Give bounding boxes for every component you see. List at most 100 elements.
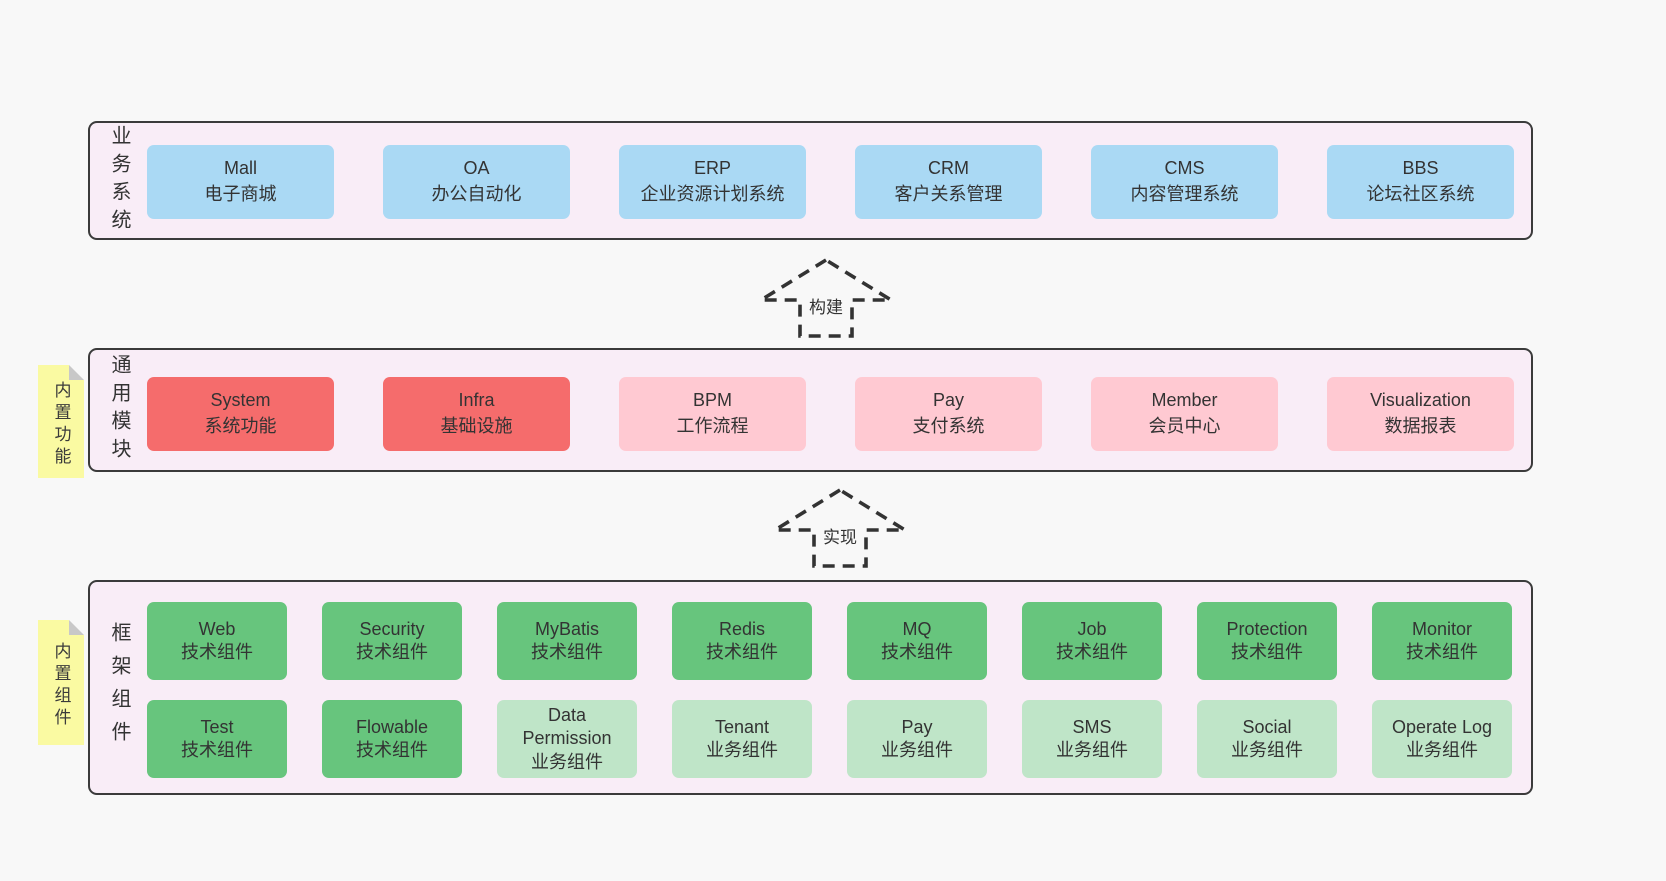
box-flowable: Flowable 技术组件: [322, 700, 462, 778]
box-title: Pay: [932, 390, 965, 411]
layer-framework-components: 框架组件 Web 技术组件 Security 技术组件 MyBatis 技术组件…: [88, 580, 1533, 795]
box-redis: Redis 技术组件: [672, 602, 812, 680]
arrow-implement-label: 实现: [820, 523, 860, 548]
box-social: Social 业务组件: [1197, 700, 1337, 778]
layer-common-modules-label: 通用模块: [108, 354, 130, 466]
box-subtitle: 技术组件: [356, 642, 428, 662]
layer-business-systems: 业务系统 Mall 电子商城 OA 办公自动化 ERP 企业资源计划系统 CRM…: [88, 121, 1533, 240]
box-crm: CRM 客户关系管理: [855, 145, 1042, 219]
box-subtitle: 企业资源计划系统: [640, 184, 785, 204]
box-subtitle: 技术组件: [181, 642, 253, 662]
box-title: Visualization: [1370, 390, 1471, 411]
box-subtitle: 业务组件: [531, 751, 603, 772]
box-subtitle: 基础设施: [440, 416, 513, 436]
framework-components-row-2: Test 技术组件 Flowable 技术组件 Data Permission …: [147, 700, 1512, 778]
common-modules-row: System 系统功能 Infra 基础设施 BPM 工作流程 Pay 支付系统…: [147, 377, 1514, 451]
note-built-in-components: 内置组件: [38, 620, 84, 745]
box-sms: SMS 业务组件: [1022, 700, 1162, 778]
box-subtitle: 支付系统: [912, 416, 985, 436]
box-title: Monitor: [1411, 618, 1473, 639]
box-title: Pay: [901, 716, 933, 737]
box-data-permission: Data Permission 业务组件: [497, 700, 637, 778]
box-mall: Mall 电子商城: [147, 145, 334, 219]
box-subtitle: 技术组件: [881, 642, 953, 662]
framework-components-row-1: Web 技术组件 Security 技术组件 MyBatis 技术组件 Redi…: [147, 602, 1512, 680]
box-oa: OA 办公自动化: [383, 145, 570, 219]
box-title: Social: [1242, 716, 1292, 737]
box-visualization: Visualization 数据报表: [1327, 377, 1514, 451]
box-infra: Infra 基础设施: [383, 377, 570, 451]
box-subtitle: 业务组件: [1406, 740, 1478, 760]
box-subtitle: 技术组件: [1056, 642, 1128, 662]
box-subtitle: 业务组件: [1231, 740, 1303, 760]
box-test: Test 技术组件: [147, 700, 287, 778]
box-subtitle: 技术组件: [356, 740, 428, 760]
box-title: BBS: [1402, 158, 1439, 179]
box-subtitle: 业务组件: [881, 740, 953, 760]
box-title: OA: [463, 158, 490, 179]
box-bbs: BBS 论坛社区系统: [1327, 145, 1514, 219]
box-subtitle: 系统功能: [204, 416, 277, 436]
box-subtitle: 技术组件: [1231, 642, 1303, 662]
box-job: Job 技术组件: [1022, 602, 1162, 680]
box-title: MQ: [902, 618, 932, 639]
business-systems-row: Mall 电子商城 OA 办公自动化 ERP 企业资源计划系统 CRM 客户关系…: [147, 145, 1514, 219]
block-arrow-up-icon: [770, 487, 910, 568]
note-built-in-features-label: 内置功能: [51, 380, 71, 469]
box-cms: CMS 内容管理系统: [1091, 145, 1278, 219]
box-bpm: BPM 工作流程: [619, 377, 806, 451]
box-pay-module: Pay 支付系统: [855, 377, 1042, 451]
box-erp: ERP 企业资源计划系统: [619, 145, 806, 219]
box-subtitle: 工作流程: [676, 416, 749, 436]
box-subtitle: 电子商城: [204, 184, 277, 204]
box-subtitle: 技术组件: [181, 740, 253, 760]
layer-framework-components-label: 框架组件: [108, 621, 130, 754]
arrow-build: 构建: [756, 256, 896, 340]
box-title: BPM: [692, 390, 732, 411]
box-title: Security: [359, 618, 425, 639]
box-mq: MQ 技术组件: [847, 602, 987, 680]
box-title: Member: [1151, 390, 1218, 411]
box-title: Job: [1077, 618, 1107, 639]
box-operate-log: Operate Log 业务组件: [1372, 700, 1512, 778]
arrow-build-label: 构建: [806, 293, 846, 318]
box-subtitle: 业务组件: [1056, 740, 1128, 760]
arrow-implement: 实现: [770, 486, 910, 570]
box-title: Operate Log: [1391, 716, 1493, 737]
box-title: Redis: [718, 618, 766, 639]
box-title: Test: [200, 716, 234, 737]
note-built-in-components-label: 内置组件: [51, 642, 71, 731]
box-security: Security 技术组件: [322, 602, 462, 680]
box-subtitle: 论坛社区系统: [1366, 184, 1475, 204]
box-title: Web: [198, 618, 236, 639]
box-title: Infra: [458, 390, 495, 411]
box-title: Tenant: [714, 716, 770, 737]
box-tenant: Tenant 业务组件: [672, 700, 812, 778]
block-arrow-up-icon: [756, 257, 896, 338]
box-subtitle: 技术组件: [1406, 642, 1478, 662]
box-title: CMS: [1164, 158, 1205, 179]
box-subtitle: 技术组件: [531, 642, 603, 662]
box-subtitle: 内容管理系统: [1130, 184, 1239, 204]
box-web: Web 技术组件: [147, 602, 287, 680]
box-title: Flowable: [355, 716, 429, 737]
box-title: SMS: [1072, 716, 1112, 737]
box-mybatis: MyBatis 技术组件: [497, 602, 637, 680]
layer-common-modules: 通用模块 System 系统功能 Infra 基础设施 BPM 工作流程 Pay…: [88, 348, 1533, 472]
box-system: System 系统功能: [147, 377, 334, 451]
box-subtitle: 业务组件: [706, 740, 778, 760]
note-built-in-features: 内置功能: [38, 365, 84, 478]
box-member: Member 会员中心: [1091, 377, 1278, 451]
box-title: Mall: [223, 158, 257, 179]
box-subtitle: 数据报表: [1384, 416, 1457, 436]
box-monitor: Monitor 技术组件: [1372, 602, 1512, 680]
box-title: Data Permission: [522, 705, 612, 749]
box-title: CRM: [928, 158, 969, 179]
box-subtitle: 会员中心: [1148, 416, 1221, 436]
box-pay-component: Pay 业务组件: [847, 700, 987, 778]
box-protection: Protection 技术组件: [1197, 602, 1337, 680]
box-title: System: [210, 390, 271, 411]
box-subtitle: 办公自动化: [431, 184, 522, 204]
box-subtitle: 客户关系管理: [894, 184, 1003, 204]
